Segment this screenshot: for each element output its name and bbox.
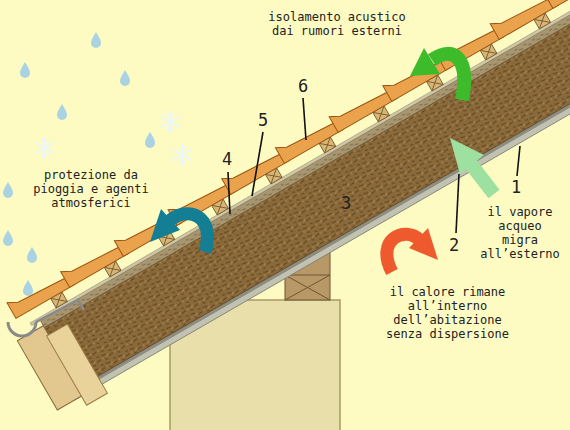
heat-arrow <box>387 228 438 272</box>
note-text: il vapore acqueo migra all’esterno <box>478 205 562 261</box>
callout-number: 3 <box>341 194 351 212</box>
sound-arrow <box>410 48 464 100</box>
roof-tile <box>490 0 558 39</box>
leader-lines <box>228 98 520 233</box>
callout-number: 2 <box>449 236 459 254</box>
gutter <box>8 300 107 405</box>
callout-number: 6 <box>298 77 308 95</box>
note-text: isolamento acustico dai rumori esterni <box>262 10 412 38</box>
note-text: protezione da pioggia e agenti atmosferi… <box>30 168 152 210</box>
vapour-arrow <box>450 138 494 194</box>
roof-tile <box>544 0 570 8</box>
rain-arrow <box>150 209 207 252</box>
note-text: il calore rimane all’interno dell’abitaz… <box>380 285 515 341</box>
callout-number: 5 <box>258 111 268 129</box>
callout-number: 4 <box>222 150 232 168</box>
callout-number: 1 <box>511 178 521 196</box>
roof-section <box>0 0 570 410</box>
